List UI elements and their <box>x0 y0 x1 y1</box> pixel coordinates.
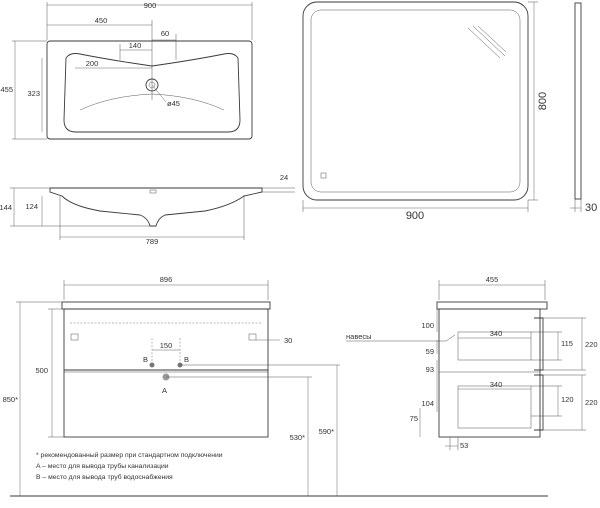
note-line-1: * рекомендованный размер при стандартном… <box>36 451 223 459</box>
gap-93-label: 93 <box>426 365 434 374</box>
basin-bottom-width-label: 789 <box>146 237 159 246</box>
notes-block: * рекомендованный размер при стандартном… <box>36 451 223 481</box>
basin-depth-label: 455 <box>0 85 13 94</box>
gap-59-label: 59 <box>426 347 434 356</box>
total-height-label: 850* <box>3 395 19 404</box>
mirror-thickness-label: 30 <box>585 202 597 214</box>
bottom-104-label: 104 <box>421 399 434 408</box>
bracket-left <box>70 333 79 341</box>
bowl-depth-label: 323 <box>27 89 40 98</box>
cabinet-height-label: 500 <box>35 366 48 375</box>
note-line-3: B – место для вывода труб водоснабжения <box>36 473 173 481</box>
mount-label: навесы <box>346 332 372 341</box>
bracket-offset-label: 30 <box>284 336 292 345</box>
pipe-a-height-label: 530* <box>290 433 306 442</box>
pipe-b-right-label: B <box>184 355 189 364</box>
cabinet-side-view: 455 340 340 100 59 93 104 75 115 220 <box>410 275 598 450</box>
mirror-view: 800 900 30 <box>302 1 597 222</box>
pipe-spacing-label: 150 <box>160 341 173 350</box>
mirror-height-label: 800 <box>537 92 549 110</box>
top-gap-label: 100 <box>421 321 434 330</box>
tap-offset-label: 140 <box>129 41 142 50</box>
drawer-inner-upper-label: 340 <box>490 329 503 338</box>
lower-box-height-label: 120 <box>561 395 574 404</box>
mirror-touch-switch <box>320 172 327 179</box>
back-53-label: 53 <box>460 441 468 450</box>
basin-side-view: 789 24 144 124 <box>0 173 295 246</box>
bracket-right <box>248 333 257 341</box>
pipe-b-height-label: 590* <box>319 427 335 436</box>
drawer-inner-lower-label: 340 <box>490 380 503 389</box>
bowl-height-label: 124 <box>25 202 38 211</box>
bottom-75-label: 75 <box>410 414 418 423</box>
note-line-2: A – место для вывода трубы канализации <box>36 462 169 470</box>
drain-hole <box>145 78 159 92</box>
cabinet-width-label: 896 <box>160 275 173 284</box>
inner-depth-label: 200 <box>86 59 99 68</box>
drain-dia-label: ø45 <box>167 99 180 108</box>
basin-thickness-label: 24 <box>280 173 288 182</box>
basin-top-view: 900 450 140 60 200 ø45 455 323 <box>0 1 253 140</box>
lower-drawer-height-label: 220 <box>585 398 598 407</box>
basin-width-label: 900 <box>144 1 157 10</box>
basin-height-label: 144 <box>0 203 12 212</box>
mount-leader: навесы <box>346 332 456 342</box>
pipe-b-left-label: B <box>143 355 148 364</box>
side-depth-label: 455 <box>486 275 499 284</box>
upper-drawer-height-label: 220 <box>585 340 598 349</box>
basin-half-width-label: 450 <box>95 16 108 25</box>
upper-box-height-label: 115 <box>561 339 573 348</box>
mirror-width-label: 900 <box>406 210 424 222</box>
tap-from-center-label: 60 <box>161 29 169 38</box>
pipe-a-label: A <box>162 386 167 395</box>
pipe-b-left <box>149 362 155 368</box>
cabinet-front-view: 896 30 150 B B A 500 850* <box>3 275 548 497</box>
